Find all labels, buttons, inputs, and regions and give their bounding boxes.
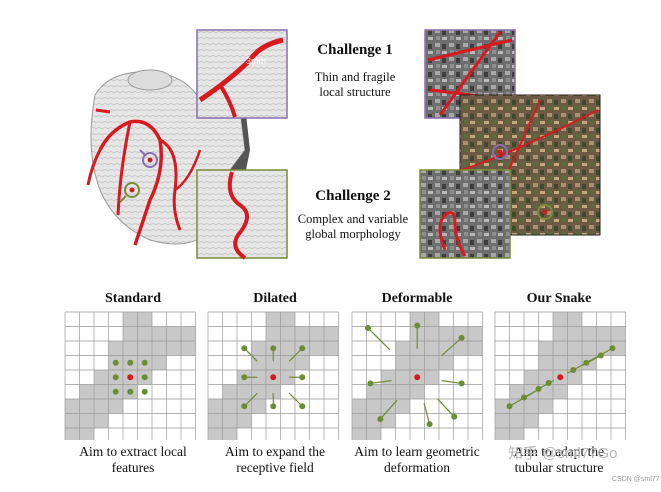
center-point xyxy=(127,374,133,380)
challenge-1-desc-line1: Thin and fragile xyxy=(280,70,430,85)
watermark-small: CSDN @sml77 xyxy=(612,476,660,483)
caption-deformable-line1: Aim to learn geometric xyxy=(342,444,492,460)
kernel-grid xyxy=(208,312,339,440)
panel-title-snake: Our Snake xyxy=(489,291,629,307)
caption-dilated-line1: Aim to expand the xyxy=(200,444,350,460)
sampling-point xyxy=(367,380,373,386)
caption-standard-line1: Aim to extract local xyxy=(58,444,208,460)
sampling-point xyxy=(270,403,276,409)
sampling-point xyxy=(142,389,148,395)
challenge-2-desc-line2: global morphology xyxy=(278,227,428,242)
sampling-point xyxy=(536,386,542,392)
sampling-point xyxy=(507,403,513,409)
challenge-1-title: Challenge 1 xyxy=(290,42,420,59)
center-point xyxy=(557,374,563,380)
sampling-point xyxy=(241,345,247,351)
sampling-point xyxy=(365,325,371,331)
center-point xyxy=(414,374,420,380)
sampling-point xyxy=(127,389,133,395)
caption-deformable-line2: deformation xyxy=(342,460,492,476)
kernel-grids xyxy=(0,310,661,440)
sampling-point xyxy=(451,414,457,420)
sampling-point xyxy=(414,322,420,328)
kernel-grid xyxy=(65,312,196,440)
sampling-point xyxy=(299,345,305,351)
offset-arrow xyxy=(368,328,390,350)
caption-dilated-line2: receptive field xyxy=(200,460,350,476)
center-point xyxy=(270,374,276,380)
kernel-grid xyxy=(495,312,626,440)
scale-label: 3mm xyxy=(246,56,266,66)
panel-title-deformable: Deformable xyxy=(347,291,487,307)
sampling-point xyxy=(299,403,305,409)
sampling-point xyxy=(241,403,247,409)
sampling-point xyxy=(113,374,119,380)
offset-arrow xyxy=(438,399,455,417)
vessel-inset-global xyxy=(197,170,287,258)
sampling-point xyxy=(241,374,247,380)
sampling-point xyxy=(142,374,148,380)
sampling-point xyxy=(570,367,576,373)
sampling-point xyxy=(521,395,527,401)
watermark: 知乎 @sml77Go xyxy=(508,442,617,463)
sampling-point xyxy=(127,360,133,366)
sampling-point xyxy=(299,374,305,380)
vessel-inset-local xyxy=(197,30,287,118)
sampling-point xyxy=(142,360,148,366)
sampling-point xyxy=(113,389,119,395)
sampling-point xyxy=(113,360,119,366)
challenge-2-title: Challenge 2 xyxy=(288,188,418,205)
kernel-grid xyxy=(352,312,483,440)
panel-title-standard: Standard xyxy=(63,291,203,307)
sampling-point xyxy=(546,380,552,386)
caption-standard-line2: features xyxy=(58,460,208,476)
sampling-point xyxy=(459,335,465,341)
sampling-point xyxy=(609,345,615,351)
sampling-point xyxy=(377,416,383,422)
panel-title-dilated: Dilated xyxy=(205,291,345,307)
offset-arrow xyxy=(442,381,462,384)
sampling-point xyxy=(459,380,465,386)
challenge-2-desc-line1: Complex and variable xyxy=(278,212,428,227)
sampling-point xyxy=(270,345,276,351)
aerial-inset-global xyxy=(420,170,510,258)
sampling-point xyxy=(427,421,433,427)
challenge-1-desc-line2: local structure xyxy=(280,85,430,100)
